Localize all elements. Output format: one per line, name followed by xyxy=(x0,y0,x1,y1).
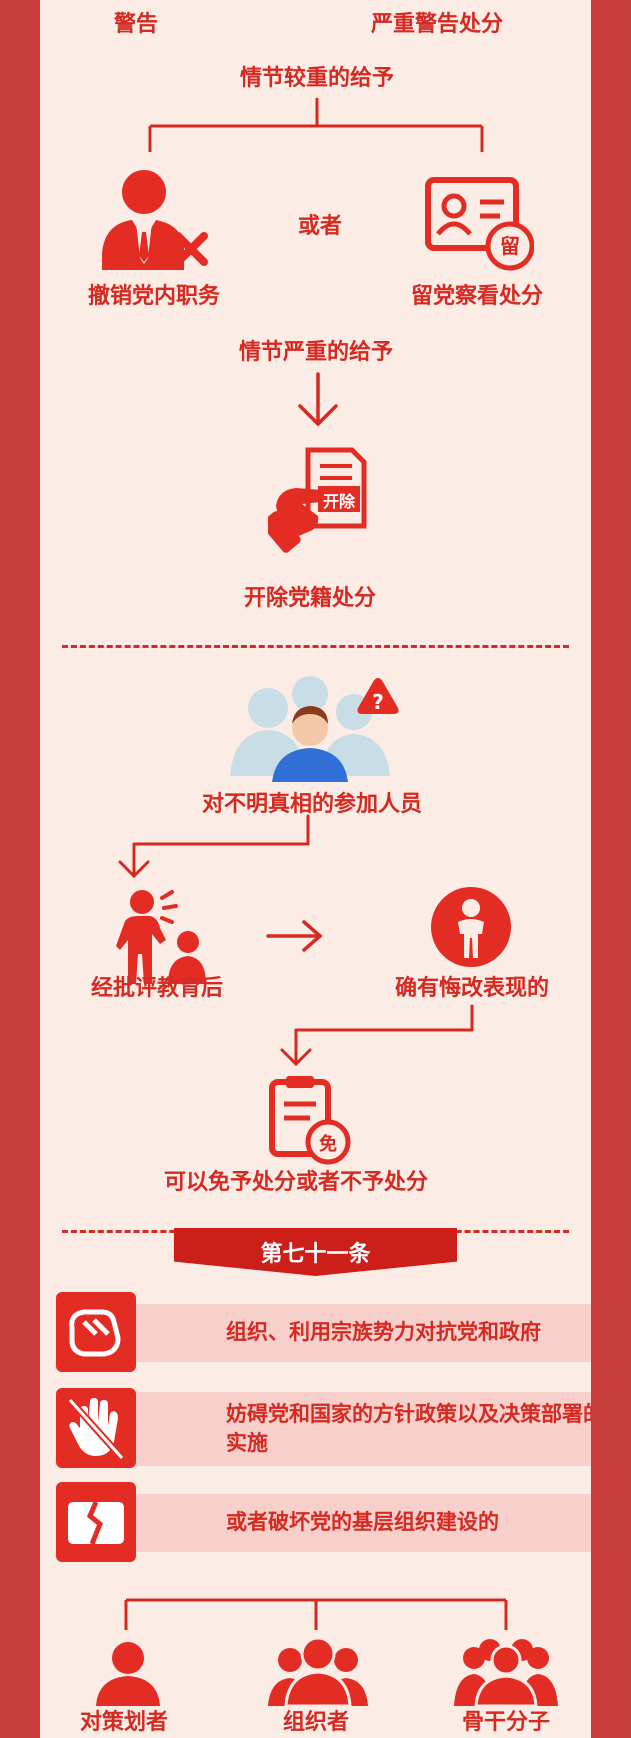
divider-1 xyxy=(62,645,569,648)
expel-label: 开除党籍处分 xyxy=(243,586,377,611)
exempt-badge: 免 xyxy=(319,1134,337,1155)
remove-post-label: 撤销党内职务 xyxy=(87,284,221,309)
broken-card-icon xyxy=(68,1501,124,1545)
exempt-document-icon xyxy=(269,1076,351,1165)
criticism-education-icon xyxy=(116,890,206,984)
core-members-icon xyxy=(454,1639,558,1706)
repentance-label: 确有悔改表现的 xyxy=(394,976,550,1001)
repentance-icon xyxy=(431,887,511,967)
warning-mark: ? xyxy=(372,690,384,714)
stop-hand-icon xyxy=(67,1397,125,1461)
role-organizer-label: 组织者 xyxy=(282,1710,350,1735)
article-item-2: 妨碍党和国家的方针政策以及决策部署的实施 xyxy=(120,1392,591,1466)
organizer-icon xyxy=(268,1636,368,1706)
article-item-1: 组织、利用宗族势力对抗党和政府 xyxy=(120,1304,591,1362)
or-label: 或者 xyxy=(297,214,343,239)
role-core-label: 骨干分子 xyxy=(461,1710,551,1735)
branch-connector xyxy=(148,98,484,152)
role-planner-label: 对策划者 xyxy=(79,1710,169,1735)
content-panel: 警告 严重警告处分 情节较重的给予 或者 留 撤销党内职务 留党察看处分 情节严 xyxy=(40,0,591,1738)
fist-icon xyxy=(69,1309,121,1357)
article-item-3-text: 或者破坏党的基层组织建设的 xyxy=(226,1510,499,1534)
planner-icon xyxy=(96,1642,160,1706)
expel-badge: 开除 xyxy=(322,492,356,511)
remove-post-icon xyxy=(102,170,208,270)
heavier-circumstance-label: 情节较重的给予 xyxy=(239,66,395,91)
serious-circumstance-label: 情节严重的给予 xyxy=(238,340,394,365)
article-item-2-text: 妨碍党和国家的方针政策以及决策部署的实施 xyxy=(226,1402,591,1455)
right-arrow-icon xyxy=(266,920,323,952)
article-item-2-icon-box xyxy=(56,1388,136,1468)
article-item-3-icon-box xyxy=(56,1482,136,1562)
elbow-connector-1 xyxy=(118,814,310,879)
unaware-participants-label: 对不明真相的参加人员 xyxy=(201,792,423,817)
article-item-1-icon-box xyxy=(56,1292,136,1372)
roles-connector xyxy=(124,1598,508,1630)
article-banner: 第七十一条 xyxy=(174,1228,457,1276)
warning-label: 警告 xyxy=(113,12,159,37)
article-title: 第七十一条 xyxy=(260,1242,371,1267)
probation-badge: 留 xyxy=(500,234,520,258)
after-education-label: 经批评教育后 xyxy=(90,976,224,1001)
serious-warning-label: 严重警告处分 xyxy=(370,12,504,37)
elbow-connector-2 xyxy=(280,1004,474,1067)
probation-card-icon xyxy=(425,177,534,271)
article-item-1-text: 组织、利用宗族势力对抗党和政府 xyxy=(226,1320,541,1344)
article-item-3: 或者破坏党的基层组织建设的 xyxy=(120,1494,591,1552)
down-arrow-icon xyxy=(298,372,338,427)
exempt-label: 可以免予处分或者不予处分 xyxy=(163,1170,429,1195)
probation-label: 留党察看处分 xyxy=(410,284,544,309)
expel-document-icon xyxy=(268,447,367,553)
warning-triangle-icon xyxy=(357,678,399,714)
